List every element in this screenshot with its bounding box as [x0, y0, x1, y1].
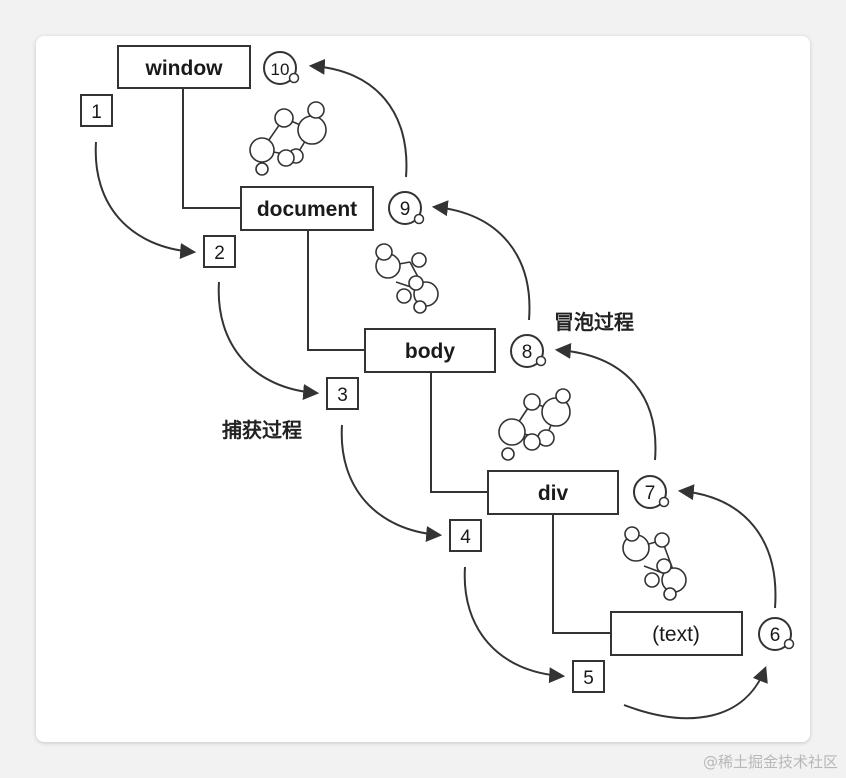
- node-div: div: [487, 470, 619, 515]
- capture-step-3-label: 3: [337, 385, 348, 406]
- node-window: window: [117, 45, 251, 89]
- bubble-step-9: 9: [388, 191, 425, 225]
- node-text: (text): [610, 611, 743, 656]
- bubble-step-7-label: 7: [645, 483, 656, 504]
- tree-connectors: [182, 88, 611, 634]
- capture-step-4: 4: [449, 519, 482, 552]
- bubble-step-10: 10: [263, 51, 300, 85]
- event-molecule-icon: [498, 388, 571, 461]
- node-text-label: (text): [652, 623, 700, 646]
- capture-step-4-label: 4: [460, 527, 471, 548]
- node-body: body: [364, 328, 496, 373]
- bubble-step-6-label: 6: [770, 625, 781, 646]
- node-body-label: body: [405, 340, 455, 363]
- capture-step-2: 2: [203, 235, 236, 268]
- watermark: @稀土掘金技术社区: [702, 753, 838, 771]
- node-document: document: [240, 186, 374, 231]
- capture-arrows: [94, 141, 566, 684]
- capture-step-3: 3: [326, 377, 359, 410]
- capture-step-1-label: 1: [91, 102, 102, 123]
- node-div-label: div: [538, 482, 569, 505]
- bubble-step-9-label: 9: [400, 199, 411, 220]
- node-document-label: document: [257, 198, 357, 221]
- bubble-step-7: 7: [633, 475, 670, 509]
- bubble-step-6: 6: [758, 617, 795, 651]
- capture-step-2-label: 2: [214, 243, 225, 264]
- node-window-label: window: [145, 57, 224, 80]
- bubble-step-10-label: 10: [271, 60, 290, 79]
- event-molecule-icon: [249, 101, 327, 176]
- capture-step-5: 5: [572, 660, 605, 693]
- event-molecule-icon: [375, 243, 439, 314]
- event-molecule-icon: [622, 526, 687, 601]
- bubble-arrows: [308, 58, 777, 720]
- capture-phase-label: 捕获过程: [222, 418, 302, 442]
- capture-step-5-label: 5: [583, 668, 594, 689]
- bubble-step-8-label: 8: [522, 342, 533, 363]
- bubble-step-8: 8: [510, 334, 547, 368]
- capture-step-1: 1: [80, 94, 113, 127]
- bubble-phase-label: 冒泡过程: [554, 310, 634, 334]
